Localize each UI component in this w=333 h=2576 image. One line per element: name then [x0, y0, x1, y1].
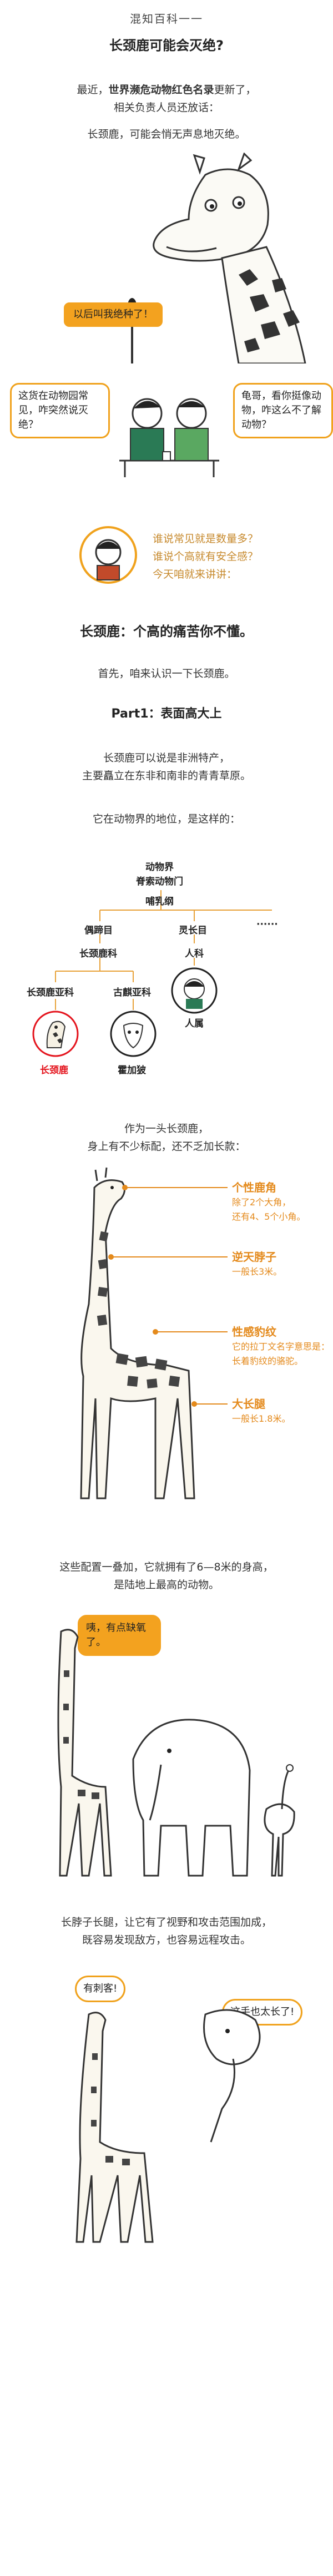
- giraffe-attack-illustration: [75, 2009, 261, 2243]
- features-intro-2: 身上有不少标配，还不乏加长款：: [87, 1140, 246, 1153]
- taxonomy-subfamily-giraffinae: 长颈鹿亚科: [27, 987, 74, 998]
- taxonomy-tree-lines: [55, 890, 272, 1010]
- feature-horns-desc-1: 除了2个大角，: [232, 1197, 291, 1208]
- taxonomy-family-giraffidae: 长颈鹿科: [79, 948, 117, 959]
- height-line-1: 这些配置一叠加，它就拥有了6—8米的身高，: [59, 1561, 274, 1573]
- right-speech-bubble: 龟哥，看你挺像动物，咋这么不了解动物？: [233, 383, 333, 438]
- feature-spots-desc-1: 它的拉丁文名字意思是：: [232, 1341, 330, 1352]
- giraffe-microphone-illustration: [128, 153, 306, 363]
- feature-pointer-lines: [108, 1185, 228, 1407]
- height-line-2: 是陆地上最高的动物。: [113, 1579, 219, 1591]
- feature-legs-desc: 一般长1.8米。: [232, 1413, 291, 1424]
- section-title: 长颈鹿：个高的痛苦你不懂。: [80, 624, 253, 639]
- taxonomy-class: 哺乳纲: [145, 896, 174, 907]
- taxonomy-family-hominidae: 人科: [185, 948, 204, 959]
- taxonomy-order-artiodactyla: 偶蹄目: [84, 925, 113, 936]
- page-title: 长颈鹿可能会灭绝?: [109, 38, 224, 53]
- feature-horns-title: 个性鹿角: [232, 1181, 276, 1194]
- part1-line-1: 长颈鹿可以说是非洲特产，: [103, 752, 230, 764]
- character-avatar: [79, 526, 137, 584]
- taxonomy-intro: 它在动物界的地位，是这样的：: [92, 813, 240, 825]
- taxonomy-kingdom: 动物界: [145, 862, 174, 873]
- taxonomy-phylum: 脊索动物门: [136, 876, 183, 887]
- giraffe-speech-bubble: 以后叫我绝种了！: [64, 302, 163, 327]
- oxygen-speech-bubble: 咦，有点缺氧了。: [78, 1615, 161, 1656]
- taxonomy-order-more: ······: [256, 919, 278, 930]
- intro-line-1: 最近，世界濒危动物红色名录更新了，: [77, 84, 256, 96]
- left-speech-bubble: 这货在动物园常见，咋突然说灭绝？: [10, 383, 110, 438]
- taxonomy-leaf-giraffe: 长颈鹿: [40, 1065, 68, 1076]
- advantage-line-1: 长脖子长腿，让它有了视野和攻击范围加成，: [60, 1916, 272, 1928]
- taxonomy-subfamily-okapi: 古麒亚科: [113, 987, 151, 998]
- attack-left-bubble: 有刺客!: [75, 1976, 126, 2002]
- section-intro: 首先，咱来认识一下长颈鹿。: [98, 668, 235, 680]
- feature-neck-title: 逆天脖子: [232, 1250, 276, 1264]
- taxonomy-order-primates: 灵长目: [179, 925, 207, 936]
- question-3: 今天咱就来讲讲：: [153, 568, 238, 580]
- chatting-characters-illustration: [119, 398, 219, 477]
- taxonomy-leaf-okapi: 霍加狓: [118, 1065, 146, 1076]
- advantage-line-2: 既容易发现敌方，也容易远程攻击。: [82, 1934, 251, 1946]
- animal-size-comparison-illustration: [57, 1629, 295, 1877]
- giraffe-full-body-illustration: [80, 1167, 195, 1499]
- feature-spots-title: 性感豹纹: [232, 1325, 276, 1338]
- series-header: 混知百科一一: [130, 12, 203, 26]
- feature-spots-desc-2: 长着豹纹的骆驼。: [232, 1356, 304, 1366]
- giraffe-avatar: [32, 1011, 79, 1057]
- taxonomy-genus-homo: 人属: [185, 1018, 204, 1029]
- question-2: 谁说个高就有安全感？: [153, 550, 259, 563]
- features-intro-1: 作为一头长颈鹿，: [124, 1123, 209, 1135]
- intro-line-2: 相关负责人员还放话：: [113, 102, 219, 114]
- question-1: 谁说常见就是数量多？: [153, 533, 259, 545]
- feature-legs-title: 大长腿: [232, 1397, 265, 1411]
- part1-line-2: 主要矗立在东非和南非的青青草原。: [82, 770, 251, 782]
- primate-avatar: [171, 967, 218, 1014]
- intro-line-3: 长颈鹿，可能会悄无声息地灭绝。: [87, 128, 246, 140]
- okapi-avatar: [110, 1011, 157, 1057]
- part1-title: Part1：表面高大上: [111, 707, 222, 721]
- feature-neck-desc: 一般长3米。: [232, 1266, 282, 1277]
- feature-horns-desc-2: 还有4、5个小角。: [232, 1211, 306, 1222]
